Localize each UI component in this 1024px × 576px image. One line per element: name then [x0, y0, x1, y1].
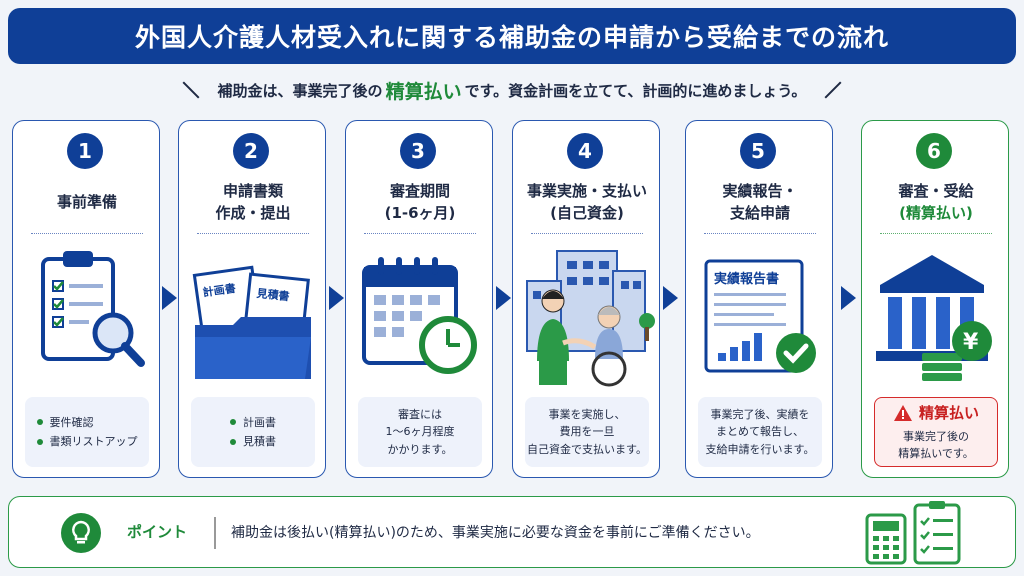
- step-number: 4: [567, 133, 603, 169]
- divider: [31, 233, 143, 234]
- step-title-line1: 申請書類: [222, 182, 283, 201]
- step-title: 実績報告・ 支給申請: [690, 177, 830, 229]
- divider: [531, 233, 643, 234]
- step-title-line2: (精算払い): [899, 204, 973, 222]
- note-item: 計画書: [230, 414, 276, 431]
- page-title: 外国人介護人材受入れに関する補助金の申請から受給までの流れ: [134, 23, 889, 52]
- step-title: 申請書類 作成・提出: [183, 177, 323, 229]
- slash-decoration-right: [824, 81, 842, 99]
- arrow-right-icon: [162, 286, 177, 310]
- yen-symbol: ¥: [963, 330, 979, 355]
- report-doc-label: 実績報告書: [714, 271, 779, 287]
- subtitle-highlight: 精算払い: [385, 80, 462, 103]
- note-text: 審査には 1〜6ヶ月程度 かかります。: [385, 408, 455, 456]
- step-note: 審査には 1〜6ヶ月程度 かかります。: [358, 397, 482, 467]
- step-number: 3: [400, 133, 436, 169]
- calendar-clock-icon: [362, 257, 477, 374]
- subtitle-before: 補助金は、事業完了後の: [217, 81, 383, 100]
- step-title: 審査期間 (1-6ヶ月): [350, 177, 490, 229]
- doc-label-estimate: 見積書: [255, 286, 290, 303]
- divider: [214, 517, 216, 549]
- arrow-right-icon: [841, 286, 856, 310]
- step-title-line1: 審査・受給: [898, 182, 974, 201]
- folder-documents-icon: 計画書 見積書: [192, 265, 311, 379]
- step-warning-note: 精算払い 事業完了後の 精算払いです。: [874, 397, 998, 467]
- step-note: 計画書 見積書: [191, 397, 315, 467]
- note-item: 要件確認: [36, 414, 138, 431]
- point-label: ポイント: [127, 523, 188, 541]
- warning-heading: 精算払い: [893, 402, 979, 425]
- step-title-line1: 審査期間: [389, 182, 450, 201]
- divider: [880, 233, 992, 234]
- report-check-icon: 実績報告書: [704, 259, 816, 373]
- title-banner: 外国人介護人材受入れに関する補助金の申請から受給までの流れ: [8, 8, 1016, 64]
- step-number: 2: [233, 133, 269, 169]
- step-title-line2: (1-6ヶ月): [384, 204, 456, 222]
- note-text: 事業完了後、実績を まとめて報告し、 支給申請を行います。: [705, 408, 815, 456]
- step-card-2: 2 申請書類 作成・提出 計画書 見積書 計画書 見積書: [178, 120, 326, 478]
- note-text: 書類リストアップ: [49, 435, 138, 448]
- step-number: 6: [916, 133, 952, 169]
- arrow-right-icon: [663, 286, 678, 310]
- note-text: 計画書: [243, 415, 276, 429]
- step-note: 要件確認 書類リストアップ: [25, 397, 149, 467]
- lightbulb-icon: [61, 513, 101, 553]
- step-card-4: 4 事業実施・支払い (自己資金) 事業を実施し、 費用を一旦 自己資金で支払い…: [512, 120, 660, 478]
- subtitle: 補助金は、事業完了後の 精算払い です。資金計画を立てて、計画的に進めましょう。: [0, 72, 1024, 108]
- step-title: 事業実施・支払い (自己資金): [517, 177, 657, 229]
- divider: [364, 233, 476, 234]
- note-item: 書類リストアップ: [36, 433, 138, 450]
- note-text: 事業を実施し、 費用を一旦 自己資金で支払います。: [527, 408, 647, 456]
- point-box: ポイント 補助金は後払い(精算払い)のため、事業実施に必要な資金を事前にご準備く…: [8, 496, 1016, 568]
- step-note: 事業を実施し、 費用を一旦 自己資金で支払います。: [525, 397, 649, 467]
- bullet-dot: [36, 419, 43, 426]
- clipboard-magnifier-icon: [41, 251, 145, 367]
- step-card-1: 1 事前準備 要件確認 書類リストアップ: [12, 120, 160, 478]
- arrow-right-icon: [496, 286, 511, 310]
- step-title: 事前準備: [17, 177, 157, 229]
- doc-label-plan: 計画書: [202, 281, 237, 299]
- step-number: 1: [67, 133, 103, 169]
- step-title-line2: (自己資金): [550, 204, 624, 222]
- note-text: 事業完了後の 精算払いです。: [898, 430, 974, 461]
- divider: [197, 233, 309, 234]
- arrow-right-icon: [329, 286, 344, 310]
- warning-icon: [893, 405, 912, 422]
- note-item: 見積書: [230, 433, 276, 450]
- divider: [704, 233, 816, 234]
- step-card-3: 3 審査期間 (1-6ヶ月) 審査には 1〜6ヶ月程度 かかります。: [345, 120, 493, 478]
- step-title-line2: 支給申請: [729, 204, 790, 222]
- bullet-dot: [230, 438, 236, 445]
- step-card-6: 6 審査・受給 (精算払い) ¥ 精算払い 事業完了後の 精算払いです。: [861, 120, 1009, 478]
- step-title-line1: 事前準備: [56, 193, 117, 212]
- step-title-line2: 作成・提出: [215, 204, 291, 222]
- slash-decoration-left: [182, 81, 200, 99]
- step-number: 5: [740, 133, 776, 169]
- caregiver-facility-icon: [526, 250, 655, 387]
- bullet-dot: [36, 438, 43, 445]
- note-text: 見積書: [243, 435, 276, 448]
- step-note: 事業完了後、実績を まとめて報告し、 支給申請を行います。: [698, 397, 822, 467]
- point-text: 補助金は後払い(精算払い)のため、事業実施に必要な資金を事前にご準備ください。: [231, 525, 760, 541]
- calculator-checklist-icon: [865, 501, 961, 565]
- step-title-line1: 事業実施・支払い: [526, 182, 647, 201]
- bullet-dot: [230, 419, 236, 426]
- step-title: 審査・受給 (精算払い): [866, 177, 1006, 229]
- step-card-5: 5 実績報告・ 支給申請 実績報告書 事業完了後、実績を まとめて報告し、 支給…: [685, 120, 833, 478]
- step-title-line1: 実績報告・: [722, 182, 798, 201]
- warning-text: 精算払い: [918, 403, 979, 422]
- note-text: 要件確認: [49, 415, 94, 429]
- bank-yen-icon: ¥: [876, 255, 992, 381]
- subtitle-after: です。資金計画を立てて、計画的に進めましょう。: [464, 81, 807, 100]
